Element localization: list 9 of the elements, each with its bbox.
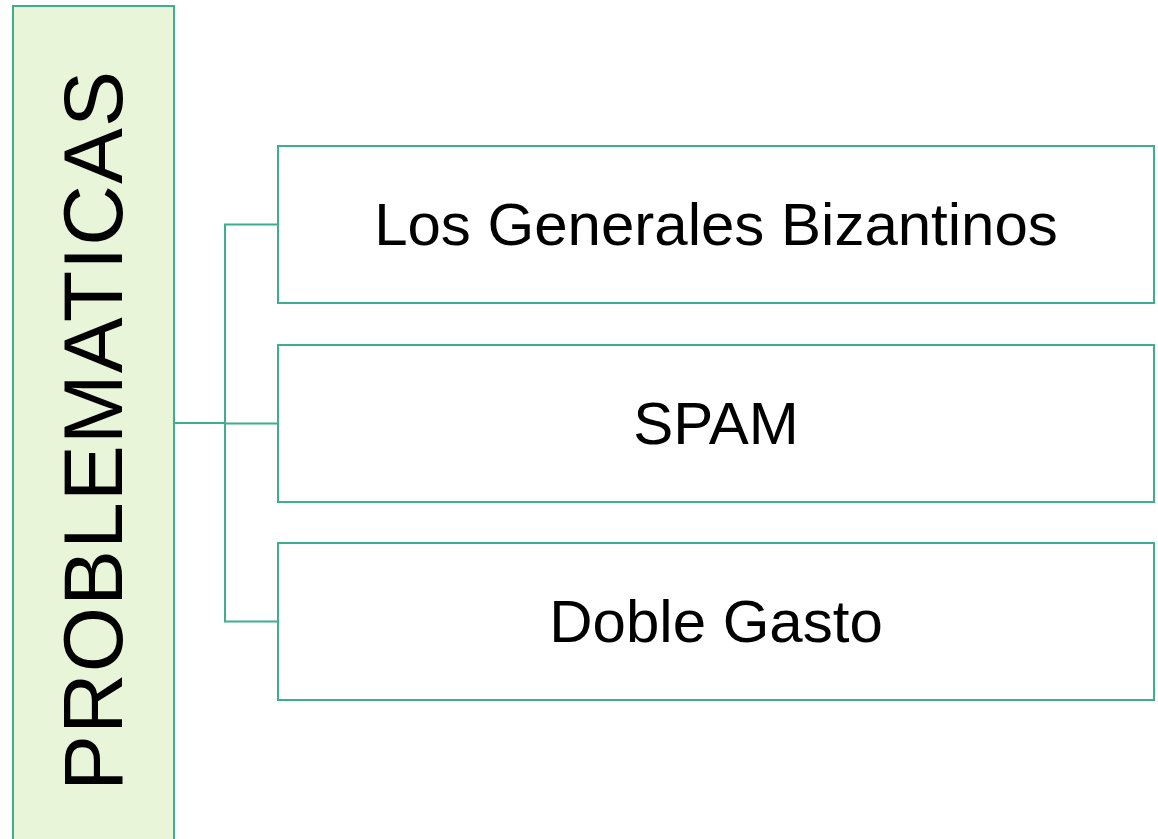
item-label: Los Generales Bizantinos: [374, 190, 1058, 259]
category-box: [12, 5, 175, 839]
category-title: PROBLEMATICAS: [45, 69, 141, 791]
item-label: SPAM: [633, 389, 799, 458]
item-box: [277, 542, 1155, 701]
item-box: [277, 344, 1155, 503]
item-label: Doble Gasto: [549, 587, 883, 656]
connector-line: [174, 422, 278, 623]
item-box: [277, 145, 1155, 304]
